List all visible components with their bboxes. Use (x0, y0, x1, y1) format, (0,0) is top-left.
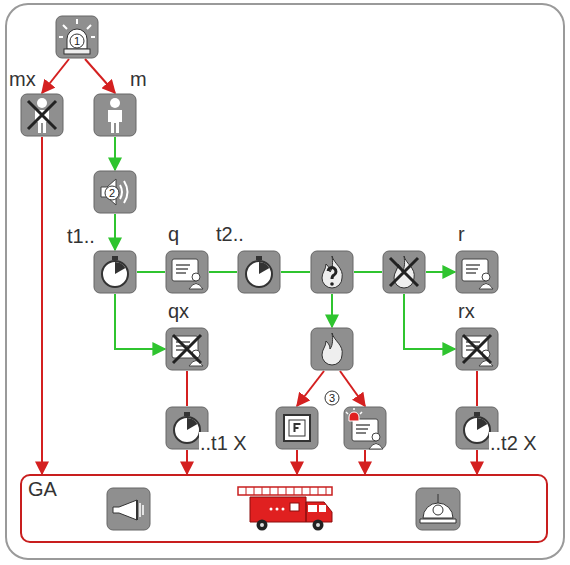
alarm-icon: 1 (55, 15, 99, 59)
fire-panel-icon (275, 406, 319, 450)
node-label: m (129, 68, 148, 90)
callout-number: 1 (70, 34, 84, 48)
flow-arrow (114, 137, 116, 170)
node-label: r (457, 223, 466, 245)
icon-graphic (165, 327, 209, 371)
flow-arrow (340, 371, 365, 406)
flow-arrow (85, 59, 115, 93)
outer-frame (6, 4, 564, 559)
icon-graphic (382, 250, 426, 294)
flow-arrow (354, 271, 382, 273)
icon-graphic (237, 250, 281, 294)
node-label: mx (8, 68, 37, 90)
flow-arrow (476, 450, 478, 474)
acknowledge-icon: q (165, 250, 209, 294)
flow-arrow (115, 294, 165, 349)
node-label: ..t2 X (489, 432, 538, 454)
flow-arrow (476, 371, 478, 406)
node-label: t1.. (66, 225, 96, 247)
flow-arrow (209, 271, 237, 273)
icon-graphic (343, 406, 387, 450)
fire-icon (310, 327, 354, 371)
timer-icon: t2.. (237, 250, 281, 294)
node-label: t2.. (215, 223, 245, 245)
flow-arrow (41, 137, 43, 474)
flow-arrow (331, 294, 333, 327)
timer-icon: t1.. (93, 250, 137, 294)
icon-graphic (93, 93, 137, 137)
flow-arrow (426, 271, 455, 273)
alarm-report-icon (343, 406, 387, 450)
flow-arrow (114, 214, 116, 250)
node-label: qx (167, 300, 190, 322)
node-label: ..t1 X (199, 432, 248, 454)
icon-graphic (275, 406, 319, 450)
announcement-icon: 2 (93, 170, 137, 214)
timer-icon: ..t2 X (455, 406, 499, 450)
node-label: rx (457, 300, 476, 322)
flow-arrow (137, 271, 165, 273)
callout-circle (325, 391, 339, 405)
fire-helmet-icon (416, 488, 460, 530)
icon-graphic (20, 93, 64, 137)
person-present-icon: m (93, 93, 137, 137)
icon-graphic (455, 250, 499, 294)
timer-icon: ..t1 X (165, 406, 209, 450)
node-label: q (167, 223, 180, 245)
no-acknowledge-icon: qx (165, 327, 209, 371)
flow-arrow (364, 450, 366, 474)
horn-icon (107, 488, 150, 530)
icon-graphic (93, 250, 137, 294)
icon-graphic (310, 327, 354, 371)
icon-graphic (165, 250, 209, 294)
flow-arrow (296, 450, 298, 474)
person-absent-icon: mx (20, 93, 64, 137)
icon-graphic (455, 327, 499, 371)
fire-check-icon (310, 250, 354, 294)
fire-truck-icon (238, 487, 332, 531)
flow-arrow (404, 294, 455, 349)
general-alarm-band: GA (20, 474, 548, 543)
icon-graphic (310, 250, 354, 294)
flow-arrow (281, 271, 310, 273)
flow-arrow (297, 371, 324, 406)
no-acknowledge-icon: rx (455, 327, 499, 371)
flow-arrow (186, 371, 188, 406)
flow-arrow (42, 59, 69, 93)
no-fire-icon (382, 250, 426, 294)
node-label: GA (27, 478, 58, 500)
acknowledge-icon: r (455, 250, 499, 294)
callout-number: 2 (105, 186, 119, 200)
callout-number: 3 (325, 391, 339, 405)
flow-arrow (186, 450, 188, 474)
